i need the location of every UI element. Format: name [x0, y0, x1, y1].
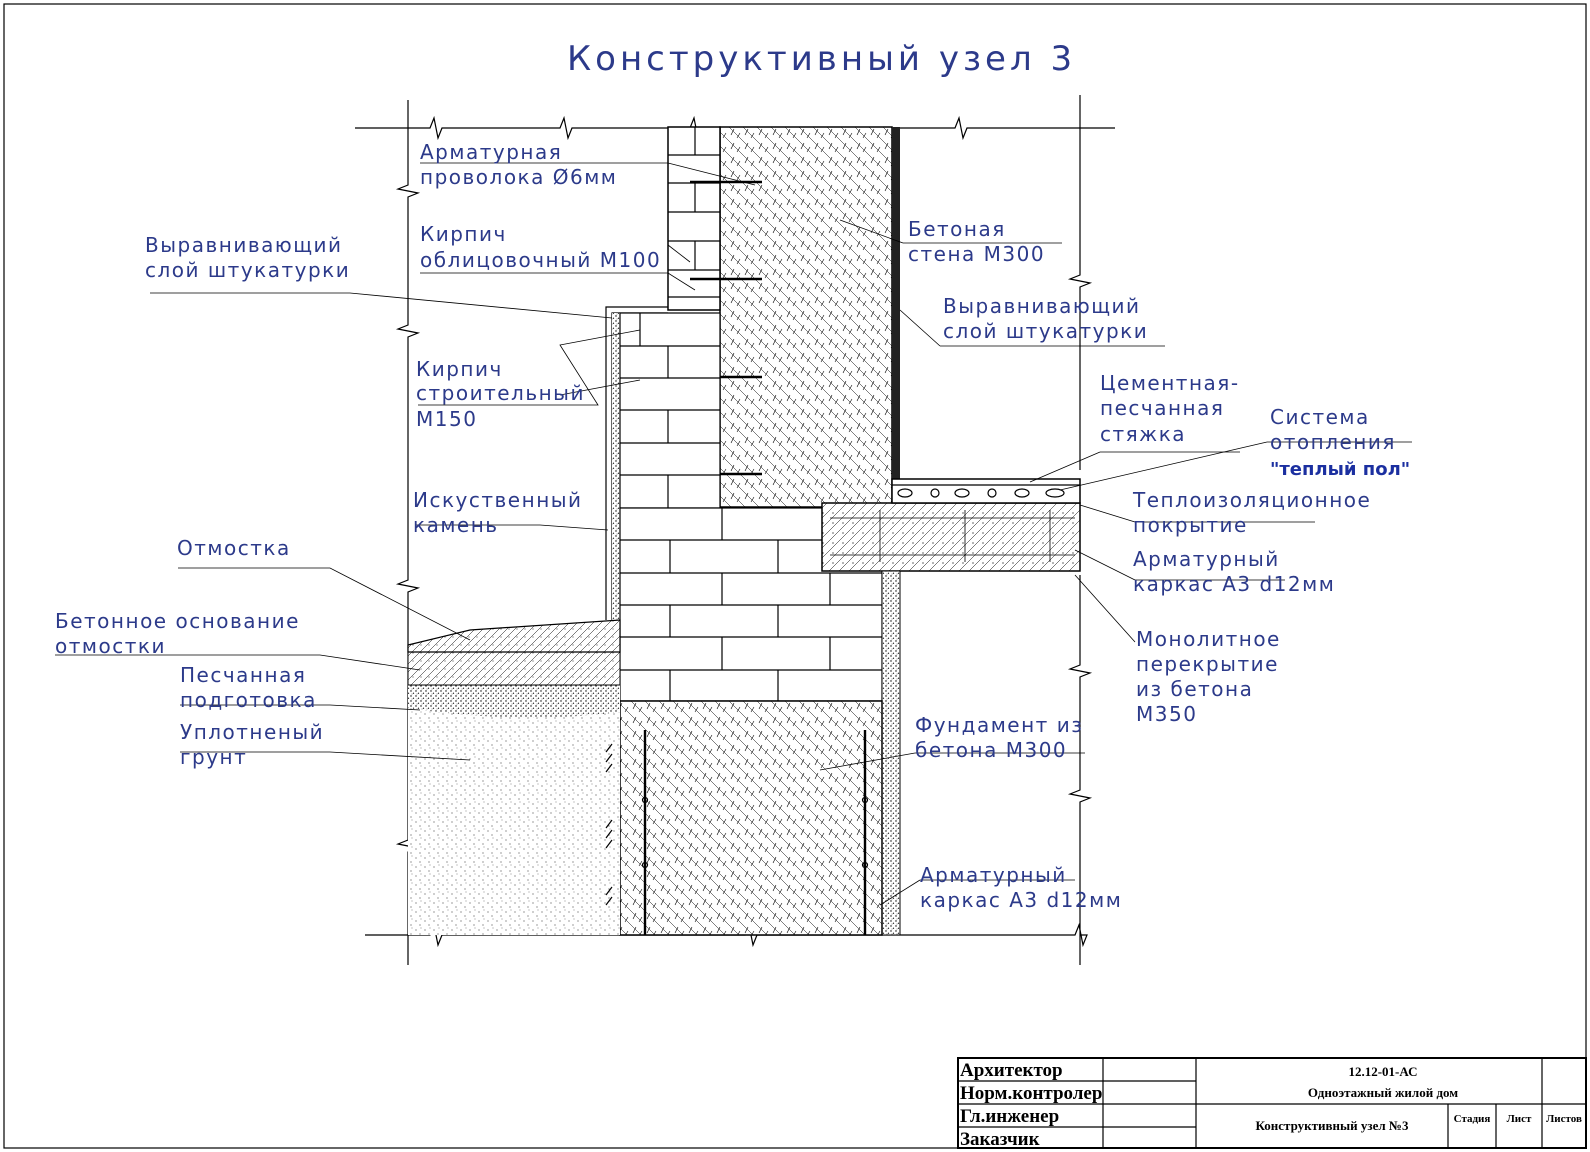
- title-block: Архитектор Норм.контролер Гл.инженер Зак…: [957, 1057, 1587, 1150]
- label-foundation-line1: Фундамент из: [915, 713, 1083, 737]
- label-screed-line2: песчанная: [1100, 396, 1224, 420]
- label-insulation-line2: покрытие: [1133, 513, 1248, 537]
- tb-code: 12.12-01-АС: [1348, 1064, 1417, 1079]
- label-screed-line3: стяжка: [1100, 422, 1186, 446]
- label-concrete-wall-line2: стена М300: [908, 242, 1045, 266]
- label-build-brick-line2: строительный: [416, 381, 585, 405]
- label-sand-line2: подготовка: [180, 688, 317, 712]
- ground-layers: [407, 619, 621, 935]
- tb-role-norm-control: Норм.контролер: [960, 1083, 1102, 1104]
- label-blind-area: Отмостка: [177, 536, 291, 560]
- labels: Арматурная проволока Ø6мм Кирпич облицов…: [55, 140, 1410, 912]
- label-wire-line2: проволока Ø6мм: [420, 165, 617, 189]
- label-concrete-base-line1: Бетонное основание: [55, 609, 300, 633]
- label-build-brick-line1: Кирпич: [416, 357, 503, 381]
- tb-role-architect: Архитектор: [960, 1060, 1063, 1081]
- sheet-border: [3, 3, 1587, 1149]
- label-stone-line1: Искуственный: [413, 488, 583, 512]
- artificial-stone-strip: [612, 313, 620, 620]
- label-slab-line3: из бетона: [1136, 677, 1253, 701]
- tb-sheets: Листов: [1546, 1113, 1582, 1125]
- label-rebar-bottom-line1: Арматурный: [920, 863, 1067, 887]
- label-rebar-top-line1: Арматурный: [1133, 547, 1280, 571]
- facing-brick-column: [667, 126, 721, 311]
- label-build-brick-line3: М150: [416, 407, 477, 431]
- label-facing-brick-line2: облицовочный М100: [420, 248, 661, 272]
- waterproofing-strip: [881, 570, 901, 936]
- label-facing-brick-line1: Кирпич: [420, 222, 507, 246]
- tb-sheet-name: Конструктивный узел №3: [1255, 1118, 1409, 1133]
- tb-project: Одноэтажный жилой дом: [1308, 1085, 1458, 1100]
- tb-role-customer: Заказчик: [960, 1129, 1040, 1150]
- label-concrete-wall-line1: Бетоная: [908, 217, 1006, 241]
- heating-screed: [891, 478, 1081, 504]
- leader-lines: [55, 162, 1412, 906]
- label-foundation-line2: бетона М300: [915, 738, 1067, 762]
- concrete-wall: [719, 126, 893, 508]
- label-heating-line2: отопления: [1270, 430, 1396, 454]
- label-rebar-bottom-line2: каркас А3 d12мм: [920, 888, 1122, 912]
- tb-stage: Стадия: [1454, 1113, 1491, 1125]
- tb-sheet: Лист: [1507, 1113, 1532, 1125]
- label-wire-line1: Арматурная: [420, 140, 562, 164]
- label-plaster-right-line2: слой штукатурки: [943, 319, 1148, 343]
- label-stone-line2: камень: [413, 513, 499, 537]
- label-slab-line2: перекрытие: [1136, 652, 1279, 676]
- drawing-title: Конструктивный узел 3: [567, 39, 1076, 79]
- tb-role-chief-engineer: Гл.инженер: [960, 1106, 1059, 1127]
- label-slab-line4: М350: [1136, 702, 1197, 726]
- label-soil-line2: грунт: [180, 745, 247, 769]
- label-plaster-right-line1: Выравнивающий: [943, 294, 1141, 318]
- label-soil-line1: Уплотненый: [180, 720, 324, 744]
- label-insulation-line1: Теплоизоляционное: [1132, 488, 1371, 512]
- label-rebar-top-line2: каркас А3 d12мм: [1133, 572, 1335, 596]
- label-slab-line1: Монолитное: [1136, 627, 1281, 651]
- label-screed-line1: Цементная-: [1100, 371, 1240, 395]
- label-plaster-left-line2: слой штукатурки: [145, 258, 350, 282]
- monolithic-slab: [821, 502, 1081, 572]
- label-heating-line1: Система: [1270, 405, 1370, 429]
- label-heating-line3: "теплый пол": [1270, 459, 1410, 480]
- label-plaster-left-line1: Выравнивающий: [145, 233, 343, 257]
- label-concrete-base-line2: отмостки: [55, 634, 166, 658]
- foundation: [619, 700, 883, 936]
- right-plaster-strip: [892, 127, 900, 479]
- label-sand-line1: Песчанная: [180, 663, 306, 687]
